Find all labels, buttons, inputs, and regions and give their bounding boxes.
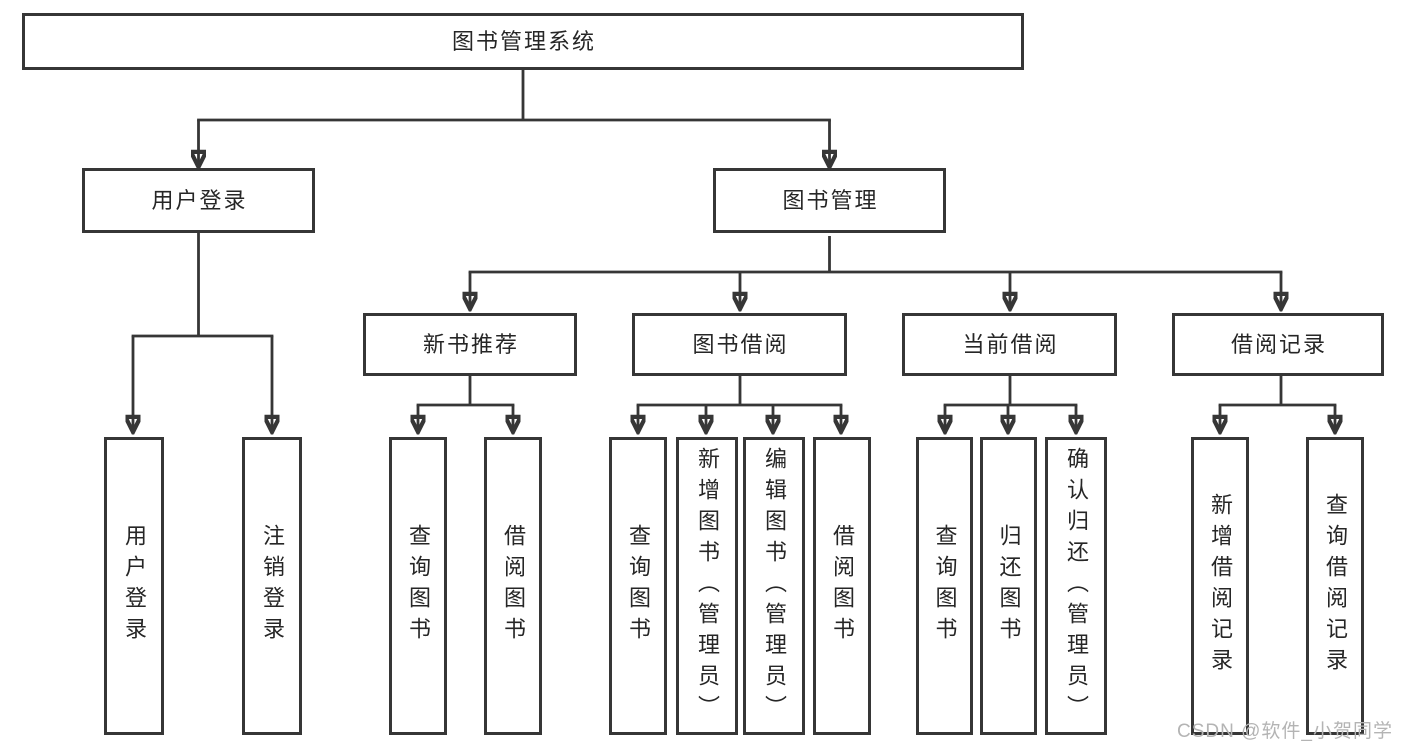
node-book-management: 图书管理 (713, 168, 946, 233)
node-library-system: 图书管理系统 (22, 13, 1024, 70)
leaf-record-query-borrow-record: 查询借阅记录 (1306, 437, 1364, 735)
leaf-recommend-borrow-book: 借阅图书 (484, 437, 542, 735)
node-new-book-recommend: 新书推荐 (363, 313, 577, 376)
leaf-current-confirm-return-admin: 确认归还（管理员） (1045, 437, 1107, 735)
node-user-login: 用户登录 (82, 168, 315, 233)
leaf-borrow-add-book-admin: 新增图书（管理员） (676, 437, 738, 735)
watermark-csdn: CSDN @软件_小贺同学 (1177, 721, 1393, 742)
leaf-borrow-query-book: 查询图书 (609, 437, 667, 735)
leaf-current-return-book: 归还图书 (980, 437, 1037, 735)
leaf-current-query-book: 查询图书 (916, 437, 973, 735)
node-book-borrow: 图书借阅 (632, 313, 847, 376)
leaf-borrow-borrow-book: 借阅图书 (813, 437, 871, 735)
node-borrow-record: 借阅记录 (1172, 313, 1384, 376)
leaf-recommend-query-book: 查询图书 (389, 437, 447, 735)
node-current-borrow: 当前借阅 (902, 313, 1117, 376)
leaf-user-login: 用户登录 (104, 437, 164, 735)
leaf-logout-login: 注销登录 (242, 437, 302, 735)
leaf-borrow-edit-book-admin: 编辑图书（管理员） (743, 437, 805, 735)
leaf-record-add-borrow-record: 新增借阅记录 (1191, 437, 1249, 735)
